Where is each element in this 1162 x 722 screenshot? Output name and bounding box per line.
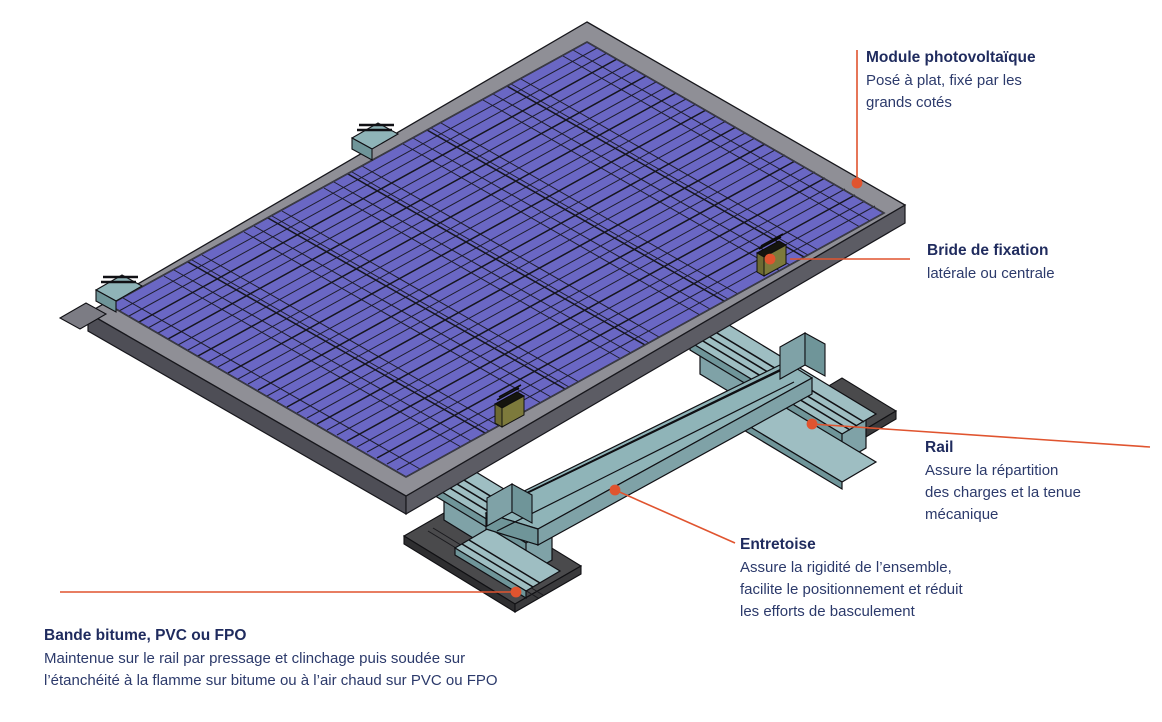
callout-module-title: Module photovoltaïque: [866, 49, 1036, 66]
callout-rail-title: Rail: [925, 439, 954, 456]
module-cell-inset: [118, 47, 876, 471]
callout-bride: Bride de fixation latérale ou centrale: [927, 240, 1055, 285]
bride-fixation-lower: [493, 384, 526, 428]
leader-lines: [60, 50, 1151, 593]
module-top: [86, 21, 907, 497]
leader-dots: [510, 177, 863, 598]
callout-bride-description: latérale ou centrale: [927, 265, 1055, 282]
callout-rail: Rail Assure la répartition des charges e…: [925, 437, 1081, 525]
callout-entretoise-title: Entretoise: [740, 536, 816, 553]
callout-bande-description: Maintenue sur le rail par pressage et cl…: [44, 650, 498, 689]
entretoise-post-right: [779, 332, 826, 380]
leader-dot-rail: [806, 418, 818, 430]
callout-module-description: Posé à plat, fixé par les grands cotés: [866, 72, 1022, 111]
rail-end-left: [58, 274, 144, 330]
callout-bande-title: Bande bitume, PVC ou FPO: [44, 627, 247, 644]
leader-dot-entretoise: [609, 484, 621, 496]
callout-module: Module photovoltaïque Posé à plat, fixé …: [866, 47, 1036, 114]
callout-bande: Bande bitume, PVC ou FPO Maintenue sur l…: [44, 625, 498, 692]
callout-entretoise-description: Assure la rigidité de l’ensemble, facili…: [740, 559, 963, 620]
callout-rail-description: Assure la répartition des charges et la …: [925, 462, 1081, 523]
leader-dot-bande: [510, 586, 522, 598]
callout-entretoise: Entretoise Assure la rigidité de l’ensem…: [740, 534, 963, 622]
rail-end-top: [350, 122, 400, 161]
callout-bride-title: Bride de fixation: [927, 242, 1049, 259]
leader-dot-bride: [764, 253, 776, 265]
leader-dot-module: [851, 177, 863, 189]
entretoise-beam: [484, 356, 814, 547]
entretoise-post-left: [486, 483, 533, 527]
